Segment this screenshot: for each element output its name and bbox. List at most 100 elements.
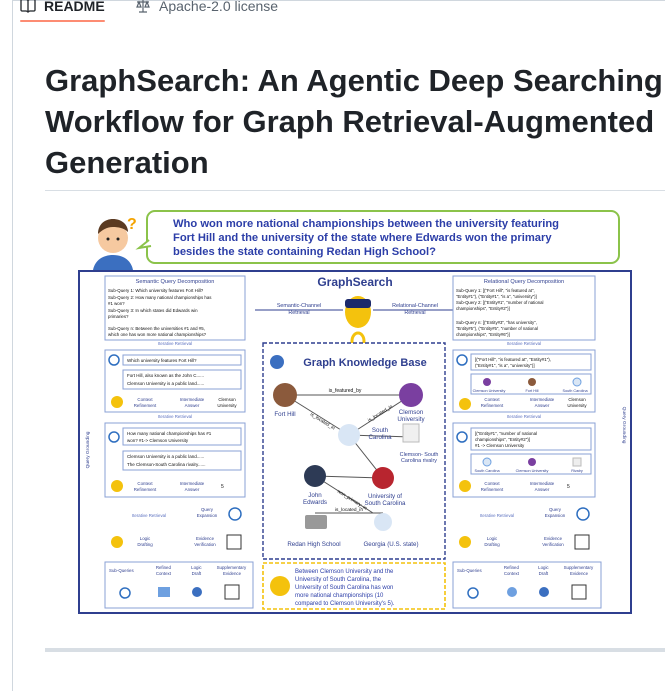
right-query-grounding: Query Grounding xyxy=(621,407,627,444)
relational-channel-b: Retrieval xyxy=(404,310,425,316)
right-verify-icon xyxy=(574,534,590,550)
left-verify-icon xyxy=(226,534,242,550)
svg-text:[("Entity#1", "number of natio: [("Entity#1", "number of nationalchampio… xyxy=(475,431,537,448)
answer-line-1: Between Clemson University and the xyxy=(295,569,394,575)
left-int-1b: Answer xyxy=(185,403,200,408)
left-ev-b: Verification xyxy=(194,542,216,547)
tab-license-label: Apache-2.0 license xyxy=(159,0,279,14)
answer-box xyxy=(262,562,446,610)
right-qe: Query xyxy=(549,507,562,512)
tab-license[interactable]: Apache-2.0 license xyxy=(135,0,278,20)
right-subquery-1: Sub-Query 1: [("Fort Hill", "is featured… xyxy=(456,288,535,293)
question-bubble xyxy=(146,210,620,264)
book-icon xyxy=(20,0,36,13)
left-ans-2: 5 xyxy=(221,484,224,490)
left-ev: Evidence xyxy=(196,536,215,541)
right-int-1: Intermediate xyxy=(530,397,555,402)
left-agent-icon-3 xyxy=(111,536,123,548)
left-iterative-retrieval-2: Iterative Retrieval xyxy=(158,414,192,419)
node-clemson-label-b: University xyxy=(397,416,425,423)
left-query-grounding: Query Grounding xyxy=(85,431,91,468)
node-edwards-label-b: Edwards xyxy=(303,499,327,506)
relational-header: Relational Query Decomposition xyxy=(484,279,564,285)
left-ev1-1: Fort Hill, also known as the John C.....… xyxy=(127,373,204,378)
right-q2-l2: Clemson University xyxy=(516,469,549,473)
svg-text:Clemson University is a public: Clemson University is a public land.....… xyxy=(127,454,205,467)
right-subquery-nc: championships", "Entity#6")] xyxy=(456,332,510,337)
tab-readme[interactable]: README xyxy=(20,0,105,22)
node-redan xyxy=(305,515,327,529)
node-usc-label: University of xyxy=(368,493,402,500)
right-ctx-2: Context xyxy=(484,481,500,486)
right-agent-icon-2 xyxy=(459,480,471,492)
right-subquery-n: Sub-Query n: [("Entity#3", "has universi… xyxy=(456,320,537,325)
edge-is-featured-by: is_featured_by xyxy=(329,388,362,394)
thinking-person-icon: ? xyxy=(93,216,137,270)
rb-subq: Sub-Queries xyxy=(457,568,482,573)
left-ld-b: Drafting xyxy=(137,542,153,547)
left-ctx-2b: Refinement xyxy=(134,487,157,492)
right-ctx-1b: Refinement xyxy=(481,403,504,408)
right-q2-2: championships", "Entity#2")] xyxy=(475,437,530,442)
node-clemson xyxy=(399,383,423,407)
kb-icon xyxy=(270,355,284,369)
answer-line-5: compared to Clemson University's 5). xyxy=(295,601,395,607)
svg-text:Who won more national champion: Who won more national championships betw… xyxy=(173,218,562,258)
right-q2-l3: Rivalry xyxy=(571,469,583,473)
left-ans-1: Clemson xyxy=(218,397,236,402)
left-ev2-2: The Clemson-South Carolina rivalry...... xyxy=(127,462,205,467)
right-q2-3: #1 -> Clemson University xyxy=(475,443,525,448)
answer-agent-icon xyxy=(270,576,290,596)
left-qe: Query xyxy=(201,507,214,512)
node-rivalry-label: Clemson- South xyxy=(400,452,439,458)
left-agent-icon-2 xyxy=(111,480,123,492)
right-agent-icon-3 xyxy=(459,536,471,548)
right-subquery-nb: "Entity#5"), ("Entity#5", "number of nat… xyxy=(456,326,538,331)
right-q2-1: [("Entity#1", "number of national xyxy=(475,431,537,436)
left-qe-b: Expansion xyxy=(197,513,218,518)
right-q1-1: [("Fort Hill", "is featured at", "Entity… xyxy=(475,357,551,362)
rb-sup-b: Evidence xyxy=(570,571,589,576)
left-ev1-2: Clemson University is a public land.....… xyxy=(127,381,204,386)
right-iterative-retrieval-2: Iterative Retrieval xyxy=(507,414,541,419)
right-iterative-retrieval-3: Iterative Retrieval xyxy=(480,513,514,518)
law-scale-icon xyxy=(136,0,150,13)
semantic-channel: Semantic-Channel xyxy=(277,303,321,309)
svg-text:?: ? xyxy=(127,216,137,233)
left-subquery-2b: #1 won? xyxy=(108,301,125,306)
semantic-header: Semantic Query Decomposition xyxy=(136,279,215,285)
left-iterative-retrieval-3: Iterative Retrieval xyxy=(132,513,166,518)
node-sc-label-b: Carolina xyxy=(368,434,392,441)
node-fort-hill-label: Fort Hill xyxy=(274,411,295,418)
right-qe-b: Expansion xyxy=(545,513,566,518)
lb-ld: Logic xyxy=(191,565,202,570)
right-iterative-retrieval-1: Iterative Retrieval xyxy=(507,341,541,346)
semantic-channel-b: Retrieval xyxy=(288,310,309,316)
lb-subq: Sub-Queries xyxy=(109,568,134,573)
left-agent-icon-1 xyxy=(111,396,123,408)
right-search-icon-1 xyxy=(456,354,468,366)
graphsearch-title: GraphSearch xyxy=(317,275,392,289)
right-ans-1: Clemson xyxy=(568,397,586,402)
svg-text:[("Fort Hill", "is featured at: [("Fort Hill", "is featured at", "Entity… xyxy=(475,357,551,368)
title-divider xyxy=(45,190,665,191)
node-rivalry-label-b: Carolina rivalry xyxy=(401,458,437,464)
left-subquery-3: Sub-Query 3: In which states did Edwards… xyxy=(108,308,198,313)
node-clemson-label: Clemson xyxy=(399,409,424,416)
